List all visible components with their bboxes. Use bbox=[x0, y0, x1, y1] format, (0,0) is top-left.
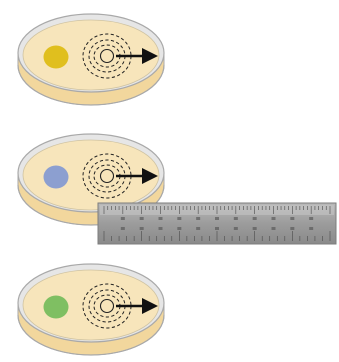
ruler-icon bbox=[98, 203, 336, 244]
ruler-numeral-mark bbox=[177, 217, 181, 220]
ruler-numeral-mark bbox=[140, 217, 144, 220]
ruler-numeral-mark bbox=[290, 217, 294, 220]
ruler-numeral-mark bbox=[272, 227, 276, 230]
ruler-numeral-mark bbox=[196, 217, 200, 220]
ruler-numeral-mark bbox=[177, 227, 181, 230]
ruler-numeral-mark bbox=[140, 227, 144, 230]
ruler-numeral-mark bbox=[234, 217, 238, 220]
ruler-numeral-mark bbox=[159, 217, 163, 220]
ruler-numeral-mark bbox=[121, 217, 125, 220]
culture-spot bbox=[44, 166, 69, 189]
ruler-numeral-mark bbox=[159, 227, 163, 230]
culture-spot bbox=[44, 46, 69, 69]
ruler-numeral-mark bbox=[309, 227, 313, 230]
petri-dish bbox=[18, 14, 164, 105]
ruler-numeral-mark bbox=[121, 227, 125, 230]
ruler-numeral-mark bbox=[309, 217, 313, 220]
ruler-numeral-mark bbox=[196, 227, 200, 230]
ruler-numeral-mark bbox=[290, 227, 294, 230]
petri-dish bbox=[18, 264, 164, 355]
culture-spot bbox=[44, 296, 69, 319]
ruler-numeral-mark bbox=[234, 227, 238, 230]
ruler-numeral-mark bbox=[215, 217, 219, 220]
ruler-numeral-mark bbox=[253, 227, 257, 230]
ruler-numeral-mark bbox=[272, 217, 276, 220]
ruler-numeral-mark bbox=[215, 227, 219, 230]
ruler-numeral-mark bbox=[253, 217, 257, 220]
